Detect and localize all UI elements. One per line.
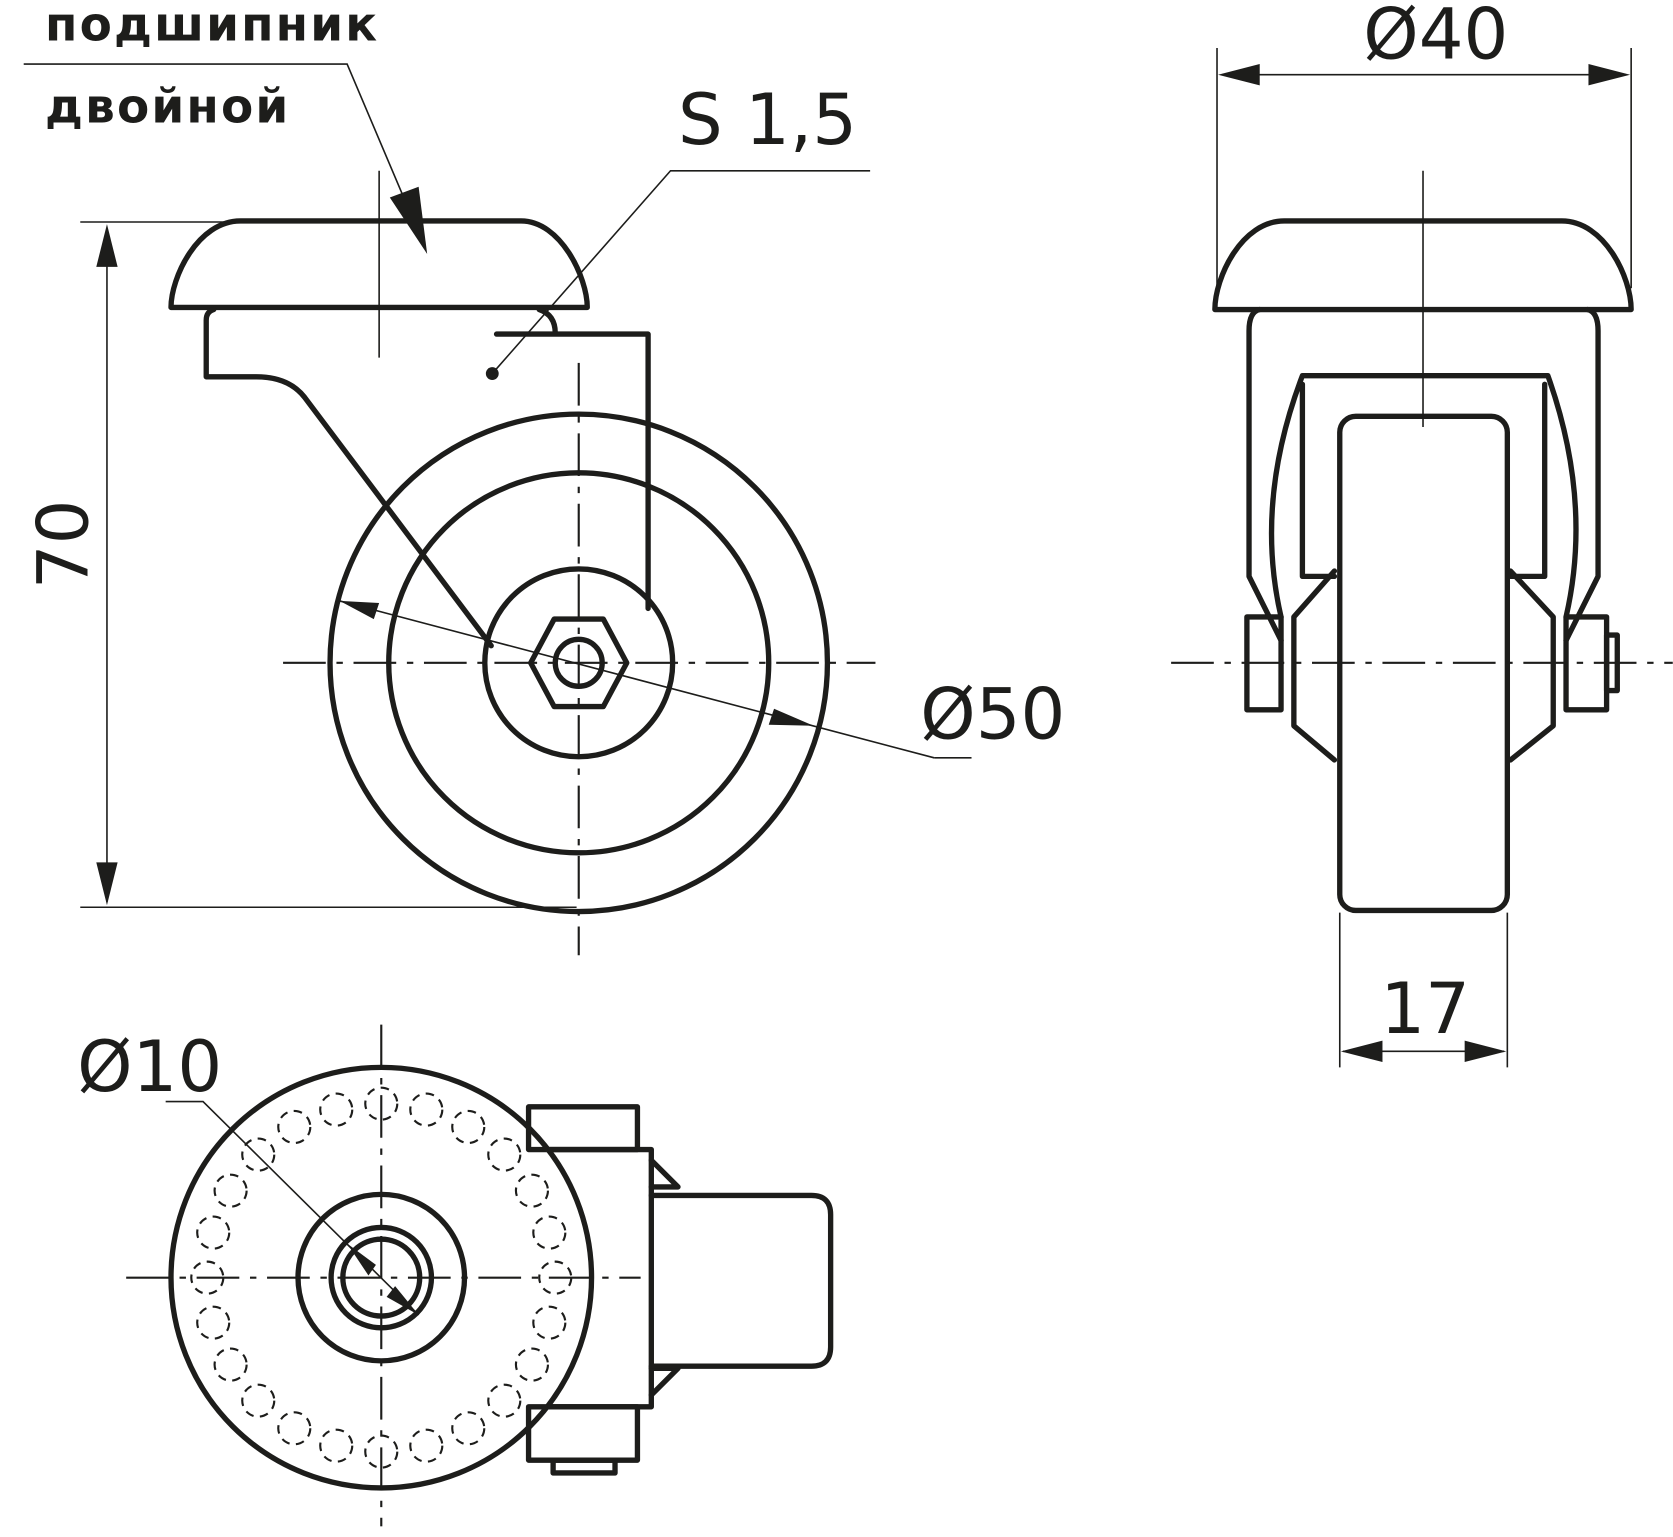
- side-view: 70 Ø50 S 1,5 подшипник двойной: [23, 0, 1065, 956]
- side-mount-plate: [168, 218, 590, 311]
- bearing-label-2: двойной: [45, 80, 290, 135]
- mounting-hole: [451, 1411, 486, 1446]
- mounting-hole: [213, 1173, 248, 1208]
- mounting-hole: [532, 1215, 567, 1250]
- bearing-leader: [23, 63, 423, 241]
- mounting-hole: [241, 1383, 276, 1418]
- mounting-hole: [514, 1173, 550, 1208]
- mounting-hole: [487, 1137, 522, 1172]
- top-view: Ø10: [77, 1024, 834, 1527]
- height-label: 70: [23, 500, 105, 590]
- bearing-label-1: подшипник: [45, 0, 379, 53]
- front-bracket: [1246, 306, 1601, 644]
- mounting-hole: [277, 1109, 312, 1145]
- wheel-width-label: 17: [1380, 968, 1470, 1050]
- hole-diameter-label: Ø10: [77, 1026, 222, 1108]
- mounting-hole: [451, 1109, 486, 1145]
- mounting-hole: [196, 1305, 231, 1340]
- hole-diameter-leader: [165, 1100, 420, 1316]
- mounting-holes: [190, 1086, 573, 1469]
- wheel-diameter-label: Ø50: [920, 674, 1065, 756]
- top-nut: [525, 1404, 641, 1463]
- mounting-hole: [196, 1215, 231, 1250]
- mounting-hole: [241, 1137, 276, 1172]
- thickness-leader: [491, 169, 871, 375]
- mounting-hole: [277, 1411, 312, 1446]
- thickness-label: S 1,5: [678, 79, 857, 161]
- front-view: Ø40 17: [1171, 0, 1673, 1068]
- front-fork: [1268, 373, 1579, 620]
- side-swivel-top: [536, 306, 558, 336]
- mounting-hole: [532, 1305, 567, 1340]
- mounting-hole: [409, 1092, 444, 1127]
- mounting-hole: [213, 1347, 248, 1382]
- top-swivel-arm: [648, 1192, 834, 1369]
- mounting-hole: [514, 1347, 550, 1382]
- mounting-hole: [319, 1092, 354, 1127]
- side-fork-plate: [493, 331, 651, 612]
- wheel-diameter-line: [339, 600, 935, 759]
- mounting-hole: [364, 1086, 399, 1121]
- front-mount-plate: [1212, 218, 1634, 313]
- mounting-hole: [487, 1383, 522, 1418]
- mounting-hole: [319, 1428, 354, 1463]
- axle-nut: [528, 616, 630, 710]
- plate-diameter-label: Ø40: [1363, 0, 1508, 76]
- mounting-hole: [409, 1428, 444, 1463]
- side-swivel-body: [203, 306, 494, 649]
